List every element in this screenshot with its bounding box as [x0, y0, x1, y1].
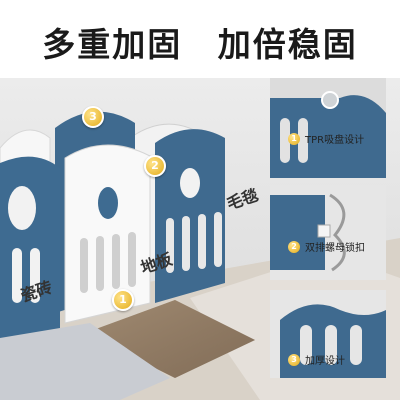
callout-badge-3: 3 [82, 106, 104, 128]
panel-slot [198, 214, 206, 269]
front-panel-white-center [64, 144, 151, 324]
panel-slot [112, 234, 120, 289]
header: 多重加固 加倍稳固 [0, 0, 400, 78]
panel-slot [166, 218, 174, 273]
panel-window [98, 187, 118, 219]
front-panel-blue-left [0, 156, 60, 338]
feature-label-1: TPR吸盘设计 [305, 135, 365, 146]
tile-floor-area [0, 323, 170, 400]
panel-slot [30, 248, 40, 303]
feature-number-3: 3 [288, 353, 300, 366]
feature-number-2: 2 [288, 240, 300, 253]
feature-number-1: 1 [288, 132, 300, 145]
panel-slot [80, 238, 88, 293]
nut-lock-detail [270, 185, 386, 280]
feature-caption-1: 1 TPR吸盘设计 [288, 131, 364, 146]
feature-label-3: 加厚设计 [305, 356, 345, 367]
detail-panel-nut-lock [270, 185, 386, 280]
panel-slot [128, 232, 136, 287]
headline-part-1: 多重加固 [42, 25, 183, 64]
callout-badge-2: 2 [144, 155, 166, 177]
panel-slot [96, 236, 104, 291]
feature-caption-3: 3 加厚设计 [288, 352, 345, 367]
headline: 多重加固 加倍稳固 [0, 18, 400, 66]
feature-caption-2: 2 双排螺母锁扣 [288, 239, 365, 254]
wood-floor-grain [85, 300, 255, 378]
callout-badge-1: 1 [112, 289, 134, 311]
panel-slot [182, 216, 190, 271]
panel-window [180, 168, 200, 198]
suction-cup-detail [270, 91, 386, 178]
feature-label-2: 双排螺母锁扣 [305, 243, 365, 254]
panel-slot [12, 248, 22, 303]
panel-slot [214, 212, 222, 267]
panel-window [8, 186, 36, 230]
detail-panel-suction-cup [270, 78, 386, 178]
headline-part-2: 加倍稳固 [217, 25, 358, 64]
